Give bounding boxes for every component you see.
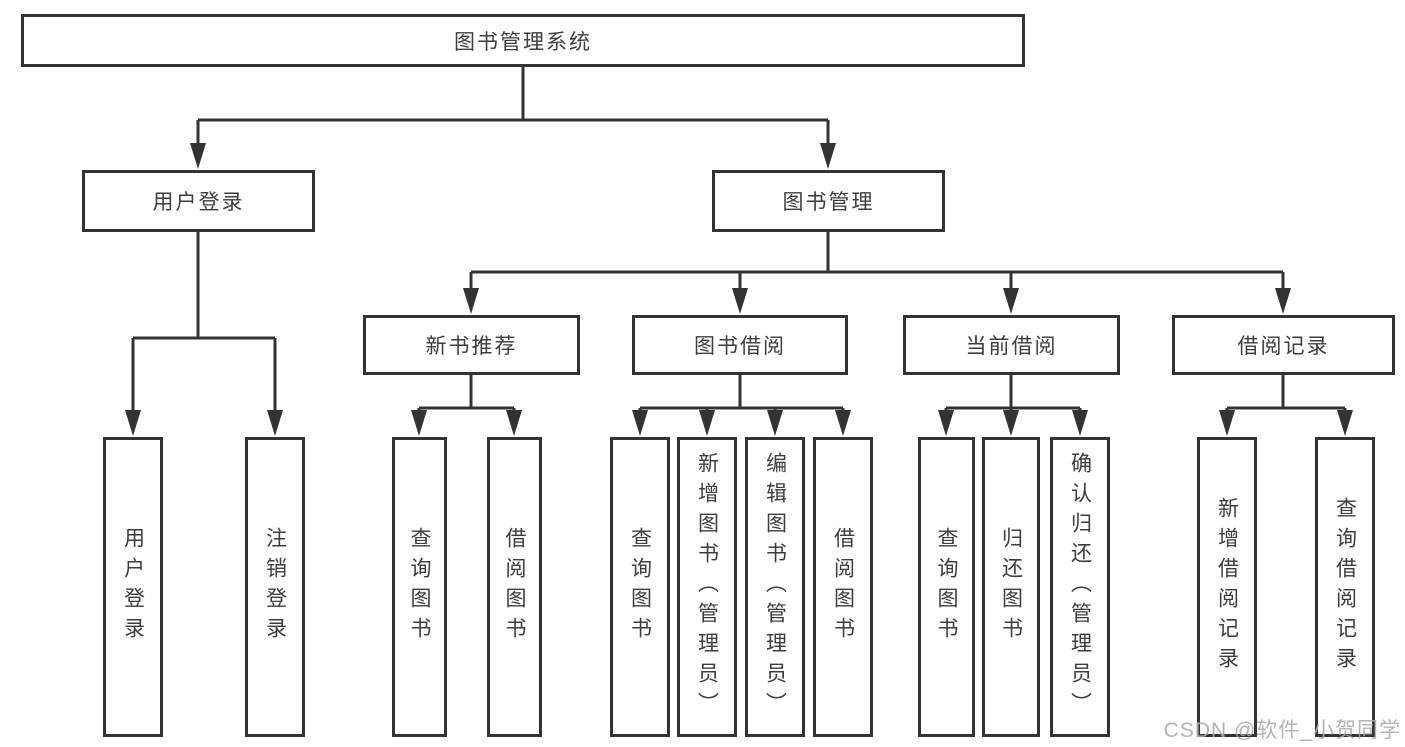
leaf-logout-label: 注销登录 bbox=[263, 527, 287, 647]
leaf-query-borrow-record-label: 查询借阅记录 bbox=[1333, 497, 1357, 677]
leaf-return-books: 归还图书 bbox=[982, 437, 1040, 737]
leaf-add-books-admin: 新增图书（管理员） bbox=[677, 437, 737, 737]
leaf-add-borrow-record-label: 新增借阅记录 bbox=[1215, 497, 1239, 677]
leaf-borrow-books-2-label: 借阅图书 bbox=[831, 527, 855, 647]
node-new-book-recommend: 新书推荐 bbox=[363, 315, 580, 375]
arrowheads bbox=[125, 143, 1353, 436]
leaf-query-books-1: 查询图书 bbox=[392, 437, 447, 737]
node-book-borrow: 图书借阅 bbox=[632, 315, 848, 375]
node-current-borrow: 当前借阅 bbox=[903, 315, 1120, 375]
leaf-add-borrow-record: 新增借阅记录 bbox=[1197, 437, 1257, 737]
leaf-confirm-return-admin: 确认归还（管理员） bbox=[1050, 437, 1110, 737]
leaf-query-books-2-label: 查询图书 bbox=[628, 527, 652, 647]
node-user-login: 用户登录 bbox=[82, 170, 315, 232]
node-root-system: 图书管理系统 bbox=[21, 14, 1025, 67]
leaf-query-books-2: 查询图书 bbox=[610, 437, 670, 737]
leaf-query-books-3-label: 查询图书 bbox=[935, 527, 958, 647]
node-borrow-records: 借阅记录 bbox=[1172, 315, 1395, 375]
watermark-text: CSDN @软件_小贺同学 bbox=[1163, 719, 1401, 742]
node-book-management-label: 图书管理 bbox=[782, 191, 875, 214]
leaf-add-books-admin-label: 新增图书（管理员） bbox=[695, 452, 719, 722]
leaf-query-books-1-label: 查询图书 bbox=[408, 527, 431, 647]
leaf-borrow-books-2: 借阅图书 bbox=[813, 437, 873, 737]
leaf-borrow-books-1-label: 借阅图书 bbox=[503, 527, 526, 647]
leaf-return-books-label: 归还图书 bbox=[999, 527, 1023, 647]
leaf-borrow-books-1: 借阅图书 bbox=[487, 437, 542, 737]
node-user-login-label: 用户登录 bbox=[152, 191, 245, 214]
leaf-user-login-label: 用户登录 bbox=[121, 527, 145, 647]
node-new-book-recommend-label: 新书推荐 bbox=[425, 335, 518, 358]
leaf-user-login: 用户登录 bbox=[103, 437, 163, 737]
node-borrow-records-label: 借阅记录 bbox=[1237, 335, 1330, 358]
node-current-borrow-label: 当前借阅 bbox=[965, 335, 1058, 358]
node-root-label: 图书管理系统 bbox=[454, 30, 592, 54]
leaf-query-books-3: 查询图书 bbox=[918, 437, 975, 737]
node-book-management: 图书管理 bbox=[712, 170, 945, 232]
leaf-confirm-return-admin-label: 确认归还（管理员） bbox=[1068, 452, 1092, 722]
leaf-logout: 注销登录 bbox=[245, 437, 305, 737]
leaf-query-borrow-record: 查询借阅记录 bbox=[1315, 437, 1375, 737]
node-book-borrow-label: 图书借阅 bbox=[694, 335, 786, 358]
leaf-edit-books-admin-label: 编辑图书（管理员） bbox=[763, 452, 787, 722]
leaf-edit-books-admin: 编辑图书（管理员） bbox=[745, 437, 805, 737]
